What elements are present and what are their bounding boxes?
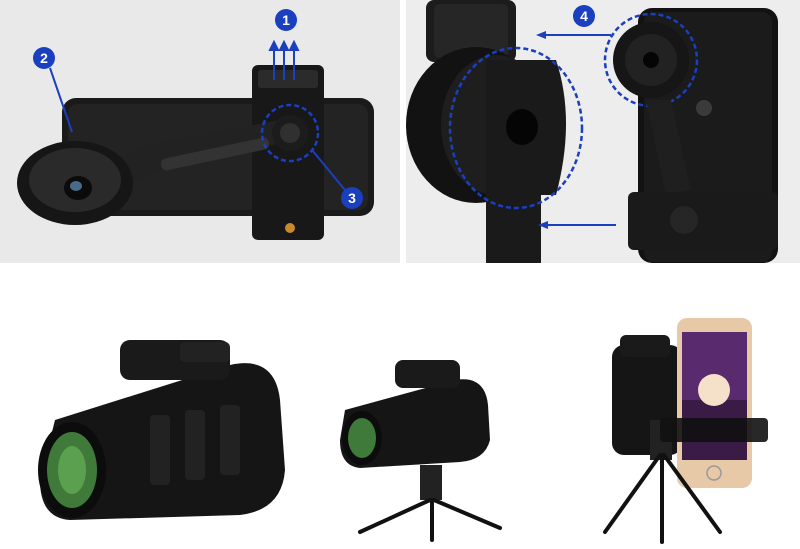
tripod-screw-hole bbox=[285, 223, 295, 233]
monocular-on-tripod bbox=[340, 360, 502, 542]
adapter-on-phone-illustration: 1 2 3 bbox=[17, 9, 374, 240]
tripod-legs-2 bbox=[603, 453, 722, 544]
product-shots-panel bbox=[0, 270, 800, 549]
eyepiece-and-phone-illustration: 4 bbox=[406, 0, 778, 263]
home-button-icon bbox=[706, 465, 722, 481]
callout-2: 2 bbox=[33, 47, 55, 69]
tripod-legs bbox=[358, 498, 502, 542]
callout-4-label: 4 bbox=[580, 8, 588, 24]
callout-1-label: 1 bbox=[282, 12, 290, 28]
callout-3: 3 bbox=[341, 187, 363, 209]
brand-logo-icon bbox=[696, 100, 712, 116]
eyepiece-and-phone-panel: 4 bbox=[406, 0, 800, 263]
callout-2-label: 2 bbox=[40, 50, 48, 66]
phone-clamp bbox=[628, 192, 778, 250]
adapter-on-phone-panel: 1 2 3 bbox=[0, 0, 400, 263]
callout-4: 4 bbox=[573, 5, 595, 27]
monocular-with-phone bbox=[603, 318, 768, 544]
callout-1: 1 bbox=[275, 9, 297, 31]
callout-3-label: 3 bbox=[348, 190, 356, 206]
monocular-large bbox=[38, 340, 285, 520]
pull-up-arrows bbox=[268, 39, 300, 80]
product-shots-illustration bbox=[38, 318, 768, 544]
